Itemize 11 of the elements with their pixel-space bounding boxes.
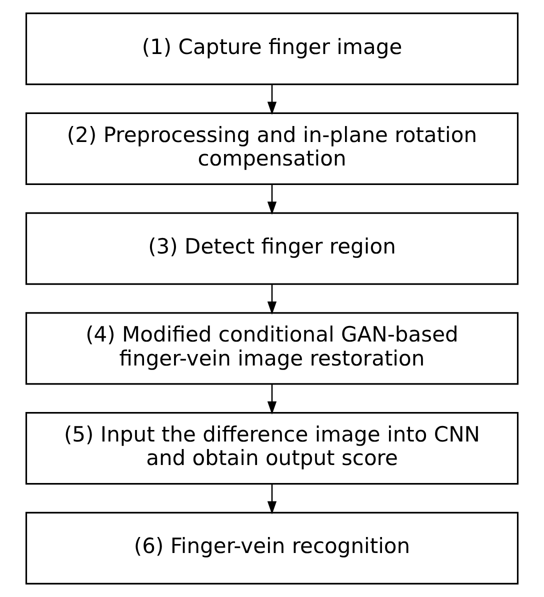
node-box: (2) Preprocessing and in-plane rotation compensation (25, 112, 519, 185)
node-box: (1) Capture finger image (25, 12, 519, 86)
node-box: (3) Detect finger region (25, 212, 519, 285)
arrow (267, 284, 277, 315)
arrow (267, 84, 277, 115)
arrow (267, 484, 277, 514)
arrow (267, 184, 277, 215)
arrow (267, 384, 277, 415)
node-box: (6) Finger-vein recognition (25, 512, 519, 584)
node-box: (4) Modified conditional GAN-based finger-vein image restoration (25, 312, 519, 385)
node-box: (5) Input the difference image into CNN and obtain output score (25, 412, 519, 485)
